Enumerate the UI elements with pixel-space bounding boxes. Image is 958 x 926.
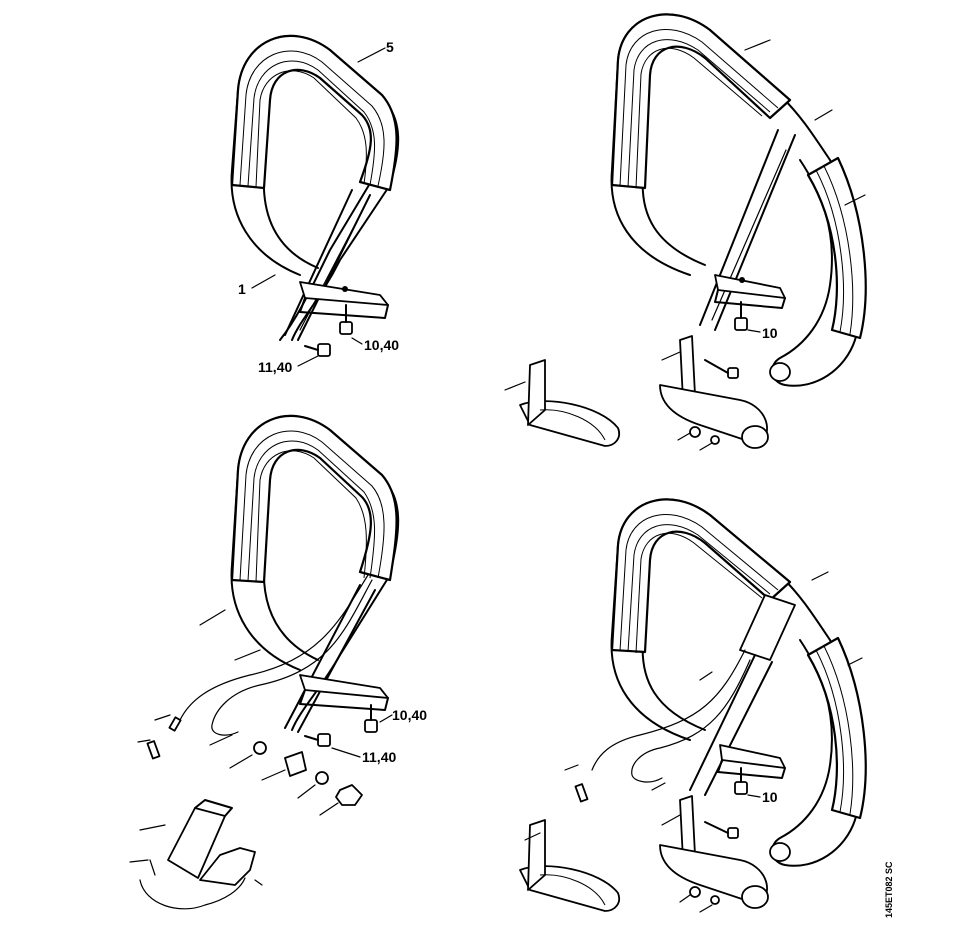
handlebar-assembly-top-left: 5 1 10,40 11,40 (230, 34, 399, 375)
curved-handle-segment (519, 400, 620, 447)
label-part-11-40: 11,40 (258, 359, 292, 375)
label-part-5: 5 (386, 39, 394, 55)
screw (304, 733, 331, 747)
screw (704, 821, 739, 839)
handlebar-grip (230, 414, 398, 584)
screw (734, 301, 748, 331)
handlebar-grip (230, 34, 398, 192)
handlebar-assembly-bottom-left: 10,40 11,40 (129, 414, 427, 910)
mounting-bracket (714, 274, 786, 299)
label-part-11-40: 11,40 (362, 749, 396, 765)
label-part-10: 10 (762, 325, 778, 341)
screw (704, 359, 739, 379)
screw (339, 304, 353, 335)
mounting-bracket (299, 281, 389, 306)
handlebar-assembly-top-right: 10 (504, 13, 867, 451)
contact-spring (199, 847, 256, 886)
screw (364, 704, 378, 733)
handlebar-grip (610, 498, 792, 654)
screw (734, 767, 748, 795)
handlebar-grip (610, 13, 792, 190)
handlebar-assembly-bottom-right: 10 (519, 498, 867, 913)
curved-handle-segment (519, 865, 620, 912)
label-part-10: 10 (762, 789, 778, 805)
front-grip (806, 156, 867, 340)
drawing-code: 145ET082 SC (884, 861, 894, 918)
screw (304, 343, 331, 357)
label-part-10-40: 10,40 (364, 337, 399, 353)
label-part-10-40: 10,40 (392, 707, 427, 723)
front-grip (806, 636, 867, 820)
label-part-1: 1 (238, 281, 246, 297)
